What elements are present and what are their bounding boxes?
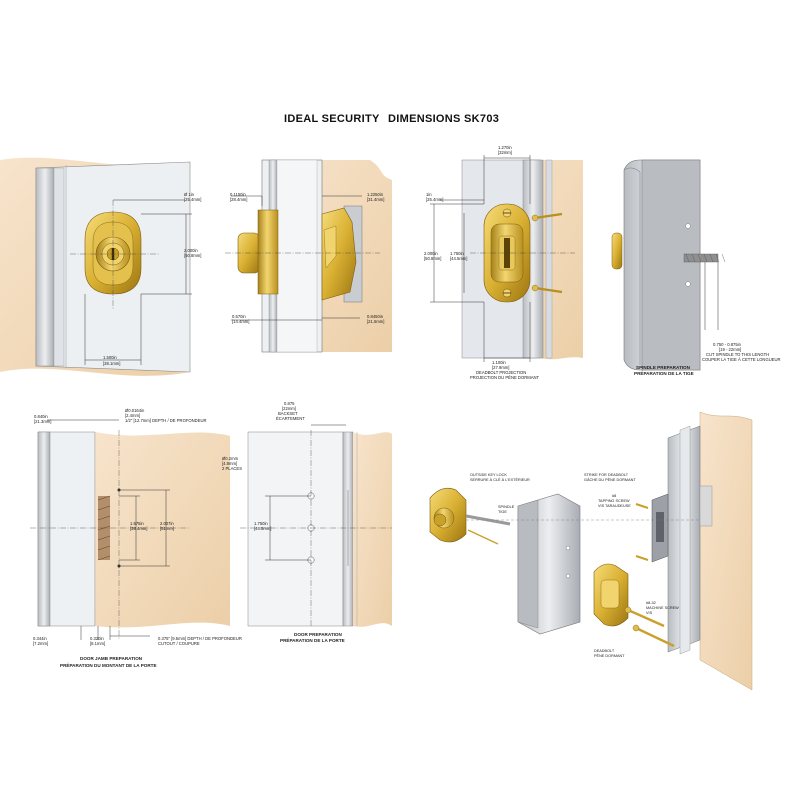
exp-strike-fr: GÂCHE DU PÊNE DORMANT [584, 477, 636, 482]
brand-title: IDEAL SECURITY [284, 113, 380, 125]
v1-dia-in: Ø 1in [184, 192, 195, 197]
v3-bottom-in: 1.100in [492, 360, 506, 365]
v1-height-in: 2.000in [184, 248, 198, 253]
exp-mscrew-size: #8-32 [646, 601, 656, 605]
v5-caption-fr: PRÉPARATION DU MONTANT DE LA PORTE [60, 661, 157, 668]
v6-top-val: 0.875 [284, 401, 295, 406]
v2-top-left-in: 0.1150in [230, 192, 246, 197]
v5-top-in: 0.840in [34, 414, 48, 419]
v2-top-right-mm: [31.4mm] [367, 197, 384, 202]
v2-top-right-in: 1.2250in [367, 192, 384, 197]
v1-dia-mm: [25.4mm] [184, 197, 201, 202]
exp-lock-en: OUTSIDE KEY LOCK [470, 473, 507, 477]
v5-caption-en: DOOR JAMB PREPARATION [80, 656, 143, 661]
v5-b1-in: 0.344in [33, 636, 47, 641]
exp-mscrew-en: MACHINE SCREW [646, 606, 679, 610]
v5-cutout-label: CUTOUT / COUPURE [158, 641, 200, 646]
view-front-lock: Ø 1in [25.4mm] 2.000in [50.8mm] 1.500in … [0, 157, 201, 376]
v3-left3-mm: [44.5mm] [450, 256, 467, 261]
v2-bot-left-mm: [14.4mm] [232, 319, 249, 324]
v5-dia-mm: [2.4mm] [125, 413, 140, 418]
v3-left3-in: 1.750in [450, 251, 464, 256]
v5-mid-in: 1.575in [130, 521, 144, 526]
v2-bot-right-mm: [21.5mm] [367, 319, 384, 324]
exp-spindle-fr: TIGE [498, 510, 507, 514]
v5-depth: 1/2" [12.7mm] DEPTH / DE PROFONDEUR [125, 418, 207, 423]
view-door-prep: 0.875 [22mm] BACKSET ÉCARTEMENT Ø0.2mm [… [222, 401, 392, 643]
exp-tap-size: #8 [612, 494, 616, 498]
v5-top-mm: [21.3mm] [34, 419, 51, 424]
v5-b1-mm: [7.2mm] [33, 641, 48, 646]
exp-strike-en: STRIKE FOR DEADBOLT [584, 473, 629, 477]
v5-tall-in: 2.007in [160, 521, 174, 526]
v2-top-left-mm: [28.4mm] [230, 197, 247, 202]
v2-bot-left-in: 0.570in [232, 314, 246, 319]
v3-bottom-note-fr: PROJECTION DU PÊNE DORMANT [470, 375, 540, 380]
v4-cut-note-fr: COUPER LA TIGE À CETTE LONGUEUR [702, 357, 781, 362]
v3-bottom-mm: [27.9mm] [492, 365, 509, 370]
v6-dia-places: 2 PLACES [222, 466, 242, 471]
v5-cutout-depth: 0.375" [9.5mm] DEPTH / DE PROFONDEUR [158, 636, 242, 641]
v4-cut-mm: [19 - 22mm] [719, 347, 741, 352]
view-spindle-prep: 0.750 - 0.875in [19 - 22mm] CUT SPINDLE … [611, 159, 781, 376]
v5-mid-mm: [38.4mm] [130, 526, 147, 531]
v3-left2-in: 2.000in [424, 251, 438, 256]
v6-top-backset: BACKSET [278, 411, 298, 416]
v4-cut-note-en: CUT SPINDLE TO THIS LENGTH [706, 352, 769, 357]
v3-left2-mm: [50.8mm] [424, 256, 441, 261]
exp-tap-en: TAPPING SCREW [598, 499, 630, 503]
model-title: DIMENSIONS SK703 [388, 113, 500, 125]
v3-bottom-note-en: DEADBOLT PROJECTION [476, 370, 526, 375]
v3-left1-in: 1in [426, 192, 432, 197]
view-exploded-assembly: OUTSIDE KEY LOCK SERRURE À CLÉ À L'EXTÉR… [429, 411, 753, 691]
v3-top-mm: [32mm] [498, 150, 512, 155]
v6-dia-val: Ø0.2mm [222, 456, 239, 461]
v5-tall-mm: [51mm] [160, 526, 174, 531]
v5-b2-in: 0.320in [90, 636, 104, 641]
view-deadbolt-jamb: 1.270in [32mm] 1in [25.4mm] 2.000in [50.… [424, 145, 583, 380]
v2-bot-right-in: 0.8450in [367, 314, 384, 319]
v4-caption-en: SPINDLE PREPARATION [636, 365, 691, 370]
exp-deadbolt-fr: PÊNE DORMANT [594, 653, 625, 658]
v5-b2-mm: [8.1mm] [90, 641, 105, 646]
exp-deadbolt-en: DEADBOLT [594, 649, 615, 653]
v6-mid-in: 1.750in [254, 521, 268, 526]
v3-left1-mm: [25.4mm] [426, 197, 443, 202]
v6-top-ecartement: ÉCARTEMENT [276, 416, 305, 421]
v1-height-mm: [50.8mm] [184, 253, 201, 258]
jamb-screws [531, 212, 563, 294]
v6-mid-mm: [44.5mm] [254, 526, 271, 531]
view-side-lock: 0.1150in [28.4mm] 1.2250in [31.4mm] 0.57… [225, 159, 392, 353]
exp-lock-fr: SERRURE À CLÉ À L'EXTÉRIEUR [470, 477, 530, 482]
exp-spindle-en: SPINDLE [498, 505, 515, 509]
exp-tap-fr: VIS TARAUDEUSE [598, 504, 631, 508]
v6-caption-fr: PRÉPARATION DE LA PORTE [280, 636, 345, 643]
v6-caption-en: DOOR PREPARATION [294, 632, 342, 637]
v3-top-in: 1.270in [498, 145, 512, 150]
v6-dia-mm: [4.8mm] [222, 461, 237, 466]
exp-mscrew-fr: VIS [646, 611, 653, 615]
v6-top-mm: [22mm] [282, 406, 296, 411]
v4-cut-in: 0.750 - 0.875in [713, 342, 742, 347]
v4-caption-fr: PRÉPARATION DE LA TIGE [634, 369, 694, 376]
v1-width-in: 1.500in [103, 355, 117, 360]
view-jamb-prep: 0.840in [21.3mm] Ø0.0164in [2.4mm] 1/2" … [30, 408, 242, 668]
v1-width-mm: [38.1mm] [103, 361, 120, 366]
v5-dia-in: Ø0.0164in [125, 408, 145, 413]
